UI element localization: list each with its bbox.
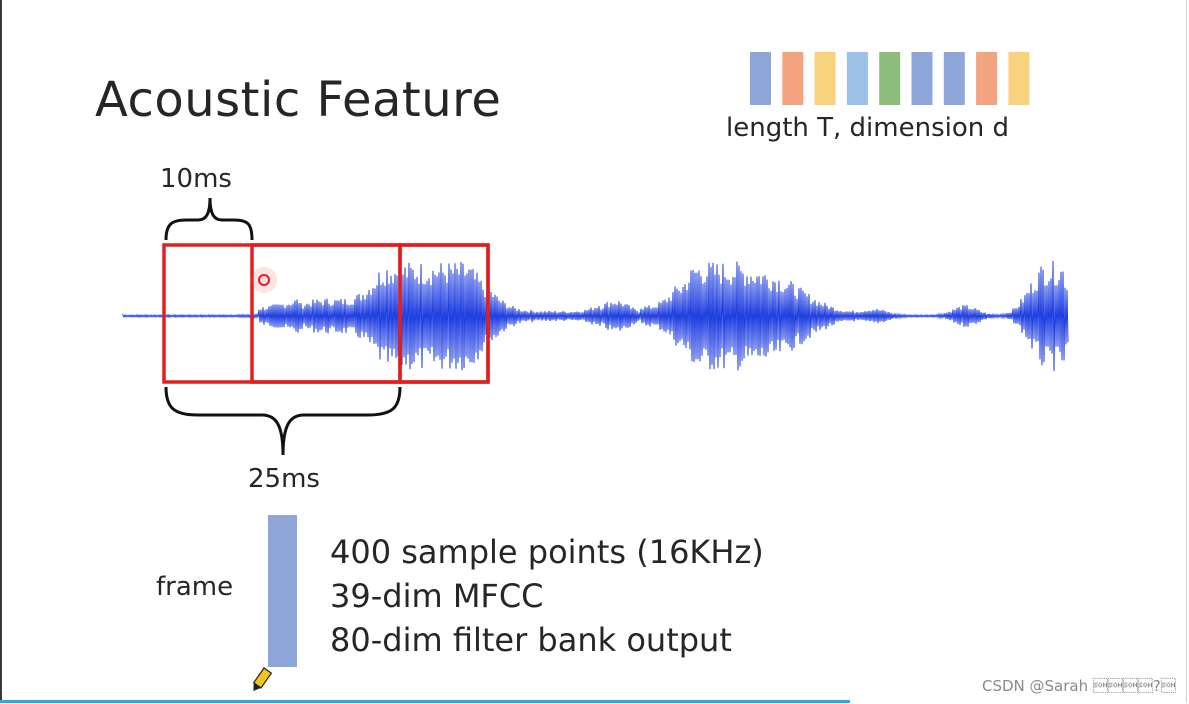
bottom-accent-line — [0, 700, 850, 703]
sequence-vector — [814, 52, 836, 105]
sequence-vector — [750, 52, 771, 105]
cursor-dot — [251, 267, 277, 293]
feature-sequence — [750, 52, 1030, 105]
brace-10ms — [164, 197, 254, 241]
window-label: 25ms — [248, 464, 320, 494]
sequence-vector — [943, 52, 965, 105]
sequence-vector — [976, 52, 998, 105]
slide-title: Acoustic Feature — [95, 72, 502, 128]
frame-info-line: 400 sample points (16KHz) — [330, 533, 764, 571]
sequence-vector — [782, 52, 804, 105]
frame-info-line: 39-dim MFCC — [330, 577, 544, 615]
watermark: CSDN @Sarah ? — [982, 677, 1176, 695]
sequence-vector — [879, 52, 901, 105]
sequence-vector — [846, 52, 868, 105]
pen-cursor-icon — [252, 667, 273, 692]
frame-vector-bar — [268, 515, 297, 667]
audio-waveform — [122, 260, 1069, 372]
brace-25ms — [164, 386, 402, 456]
frame-label: frame — [156, 572, 234, 602]
frame-info-list: 400 sample points (16KHz) 39-dim MFCC 80… — [330, 530, 764, 662]
frame-windows — [162, 243, 490, 384]
waveform-path — [122, 260, 1069, 372]
sequence-label: length T, dimension d — [726, 113, 1010, 143]
frame-info-line: 80-dim filter bank output — [330, 621, 732, 659]
window-box-3 — [398, 243, 490, 384]
shift-label: 10ms — [160, 164, 232, 194]
sequence-vector — [911, 52, 933, 105]
sequence-vector — [1008, 52, 1030, 105]
